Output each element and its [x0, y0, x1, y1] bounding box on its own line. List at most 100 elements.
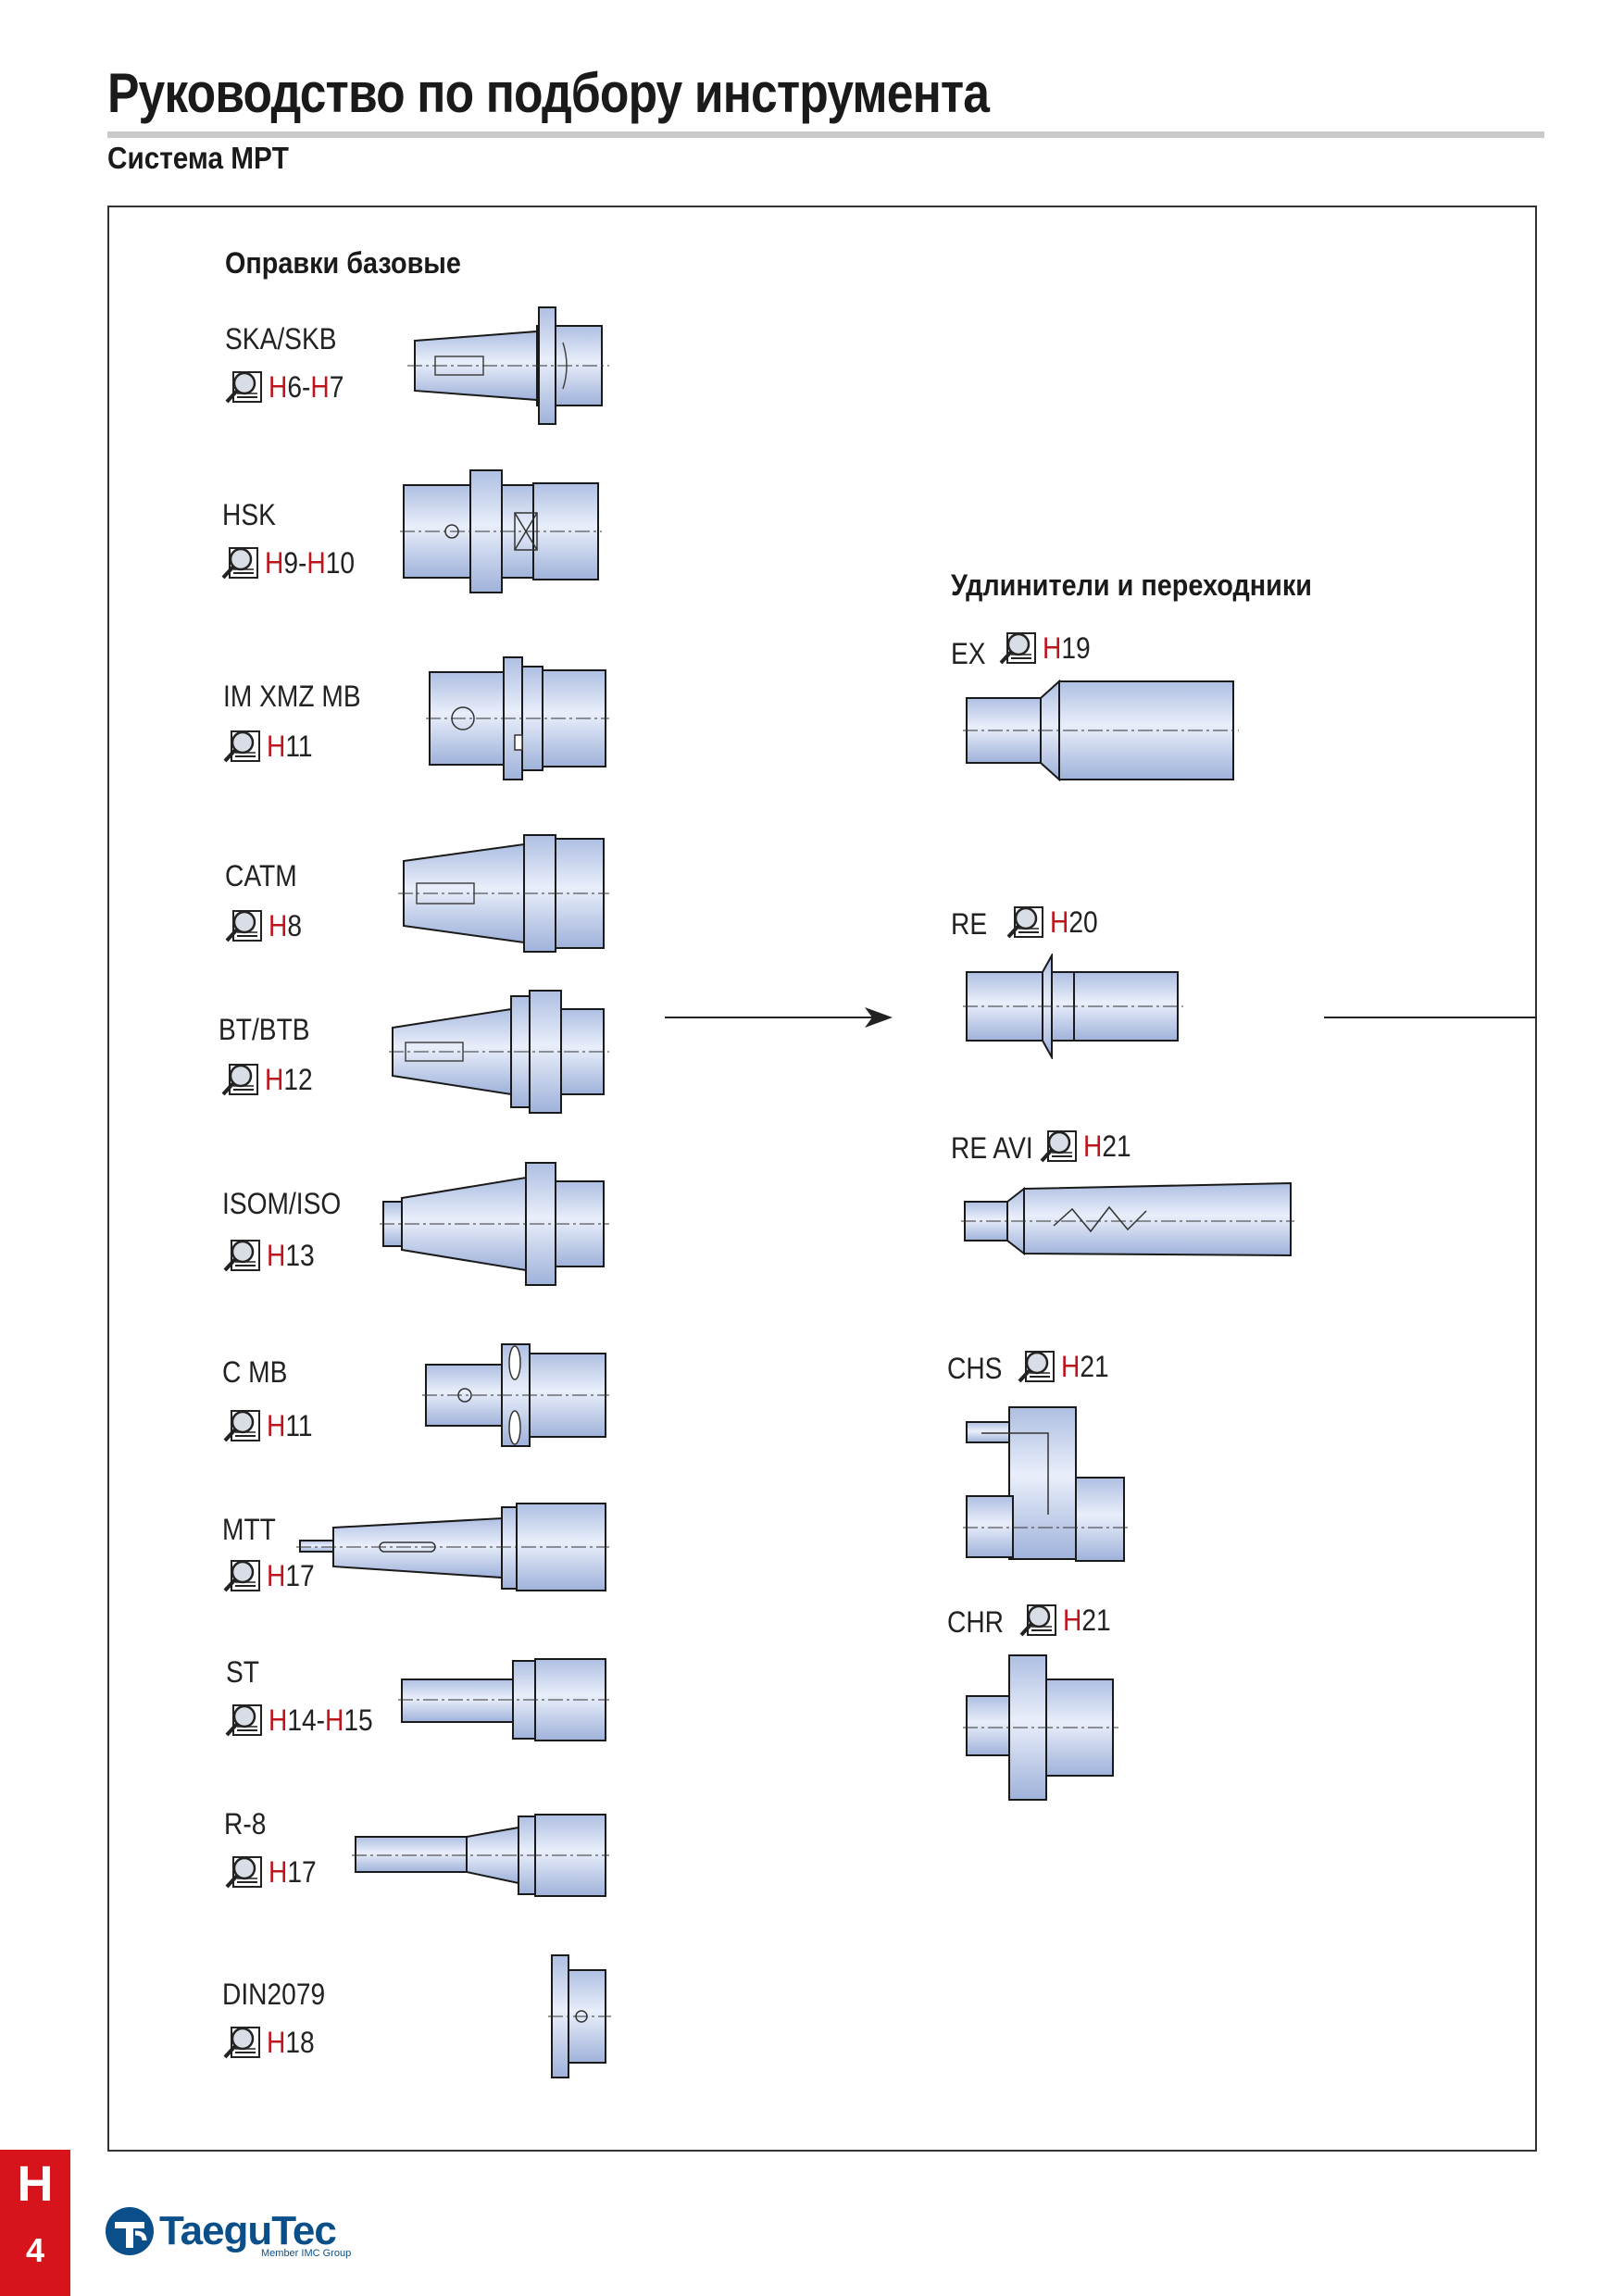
ref-prefix: H	[267, 1408, 286, 1442]
tool-drawing-mtt	[296, 1503, 609, 1591]
catalog-ref[interactable]: H8	[224, 907, 306, 944]
ref-number: 6	[287, 369, 302, 404]
catalog-ref[interactable]: H18	[222, 2024, 321, 2061]
item-label-isom-iso: ISOM/ISO	[222, 1187, 342, 1220]
catalog-page-code: H21	[1063, 1603, 1111, 1638]
tool-drawing-bt-btb	[389, 990, 609, 1114]
catalog-ref[interactable]: H12	[220, 1061, 319, 1098]
catalog-page-code: H21	[1061, 1350, 1109, 1384]
item-label-chr: CHR	[947, 1605, 1005, 1639]
item-label-st: ST	[226, 1655, 259, 1689]
ref-number: 11	[285, 729, 313, 763]
catalog-page-code: H12	[265, 1063, 313, 1097]
catalog-ref[interactable]: H14-H15	[224, 1702, 387, 1739]
catalog-page-code: H8	[269, 909, 302, 943]
ref-prefix: H	[1061, 1349, 1081, 1383]
magnifier-page-icon	[222, 1407, 263, 1444]
ref-prefix: H	[267, 1558, 286, 1592]
magnifier-page-icon	[220, 544, 261, 581]
ref-number: 17	[287, 1854, 317, 1889]
arrow-right-icon	[865, 1007, 893, 1028]
ref-number: 21	[1102, 1129, 1131, 1163]
ref-prefix: H	[269, 369, 288, 404]
connector-line-right	[1324, 1017, 1537, 1018]
item-label-hsk: HSK	[222, 498, 276, 531]
catalog-page-code: H20	[1050, 905, 1098, 940]
ref-number: 11	[285, 1408, 313, 1442]
ref-number: 15	[344, 1703, 373, 1737]
catalog-ref[interactable]: H17	[224, 1853, 323, 1890]
item-label-chs: CHS	[947, 1352, 1003, 1385]
item-label-mtt: MTT	[222, 1513, 276, 1546]
brand-logo-icon	[106, 2207, 154, 2255]
magnifier-page-icon	[222, 1557, 263, 1594]
tool-drawing-ska-skb	[407, 306, 609, 425]
item-label-catm: CATM	[225, 859, 297, 892]
magnifier-page-icon	[224, 368, 265, 406]
ref-prefix: H	[1050, 905, 1069, 939]
page-number: 4	[25, 2231, 45, 2269]
catalog-page-code: H13	[267, 1239, 315, 1273]
tool-drawing-chr	[963, 1654, 1118, 1801]
brand-member-text: Member IMC Group	[261, 2248, 352, 2259]
tool-drawing-ex	[963, 679, 1239, 782]
catalog-ref[interactable]: H9-H10	[220, 544, 367, 581]
ref-prefix: H	[267, 2025, 286, 2059]
magnifier-page-icon	[1039, 1128, 1080, 1165]
catalog-ref[interactable]: H19	[998, 630, 1097, 667]
catalog-ref[interactable]: H21	[1018, 1602, 1118, 1639]
ref-number: 21	[1080, 1349, 1109, 1383]
catalog-ref[interactable]: H6-H7	[224, 368, 354, 406]
magnifier-page-icon	[224, 1853, 265, 1890]
magnifier-page-icon	[1018, 1602, 1059, 1639]
ref-number: 7	[329, 369, 344, 404]
ref-number: 20	[1068, 905, 1098, 939]
content-frame	[107, 206, 1537, 2152]
catalog-ref[interactable]: H11	[222, 728, 319, 765]
ref-prefix: H	[265, 545, 284, 580]
ref-number: 18	[285, 2025, 315, 2059]
ref-prefix: H	[267, 1238, 286, 1272]
tool-drawing-im-xmz-mb	[426, 656, 609, 780]
catalog-page-code: H11	[267, 1409, 313, 1443]
item-label-ex: EX	[951, 637, 986, 670]
catalog-page-code: H17	[269, 1855, 317, 1890]
ref-prefix: H	[1043, 630, 1062, 665]
magnifier-page-icon	[220, 1061, 261, 1098]
brand-logo: TaeguTec Member IMC Group	[104, 2205, 351, 2259]
tool-drawing-st	[398, 1658, 609, 1741]
section-tab: H 4	[0, 2150, 70, 2296]
ref-separator: -	[316, 1703, 326, 1737]
catalog-ref[interactable]: H11	[222, 1407, 319, 1444]
ref-prefix: H	[267, 729, 286, 763]
ref-number: 10	[325, 545, 356, 580]
catalog-ref[interactable]: H13	[222, 1237, 321, 1274]
ref-number: 13	[285, 1238, 315, 1272]
magnifier-page-icon	[224, 907, 265, 944]
ref-number: 14	[287, 1703, 317, 1737]
tool-drawing-re	[963, 954, 1183, 1059]
ref-separator: -	[297, 545, 307, 580]
ref-number: 21	[1081, 1603, 1111, 1637]
item-label-bt-btb: BT/BTB	[219, 1013, 310, 1046]
magnifier-page-icon	[222, 728, 263, 765]
tool-drawing-catm	[398, 834, 609, 953]
ref-separator: -	[301, 369, 311, 404]
ref-prefix: H	[1063, 1603, 1082, 1637]
item-label-re: RE	[951, 907, 988, 941]
item-label-r-8: R-8	[224, 1807, 267, 1841]
ref-prefix: H	[269, 908, 288, 942]
ref-number: 17	[285, 1558, 315, 1592]
ref-number: 19	[1061, 630, 1091, 665]
catalog-ref[interactable]: H21	[1039, 1128, 1138, 1165]
ref-prefix: H	[269, 1703, 288, 1737]
catalog-ref[interactable]: H20	[1006, 904, 1105, 941]
connector-arrow-line	[665, 1017, 885, 1018]
catalog-ref[interactable]: H21	[1017, 1348, 1116, 1385]
item-label-re-avi: RE AVI	[951, 1131, 1033, 1165]
brand-name: TaeguTec	[159, 2208, 337, 2253]
catalog-ref[interactable]: H17	[222, 1557, 321, 1594]
ref-prefix: H	[325, 1703, 344, 1737]
ref-prefix: H	[265, 1062, 284, 1096]
magnifier-page-icon	[1017, 1348, 1057, 1385]
